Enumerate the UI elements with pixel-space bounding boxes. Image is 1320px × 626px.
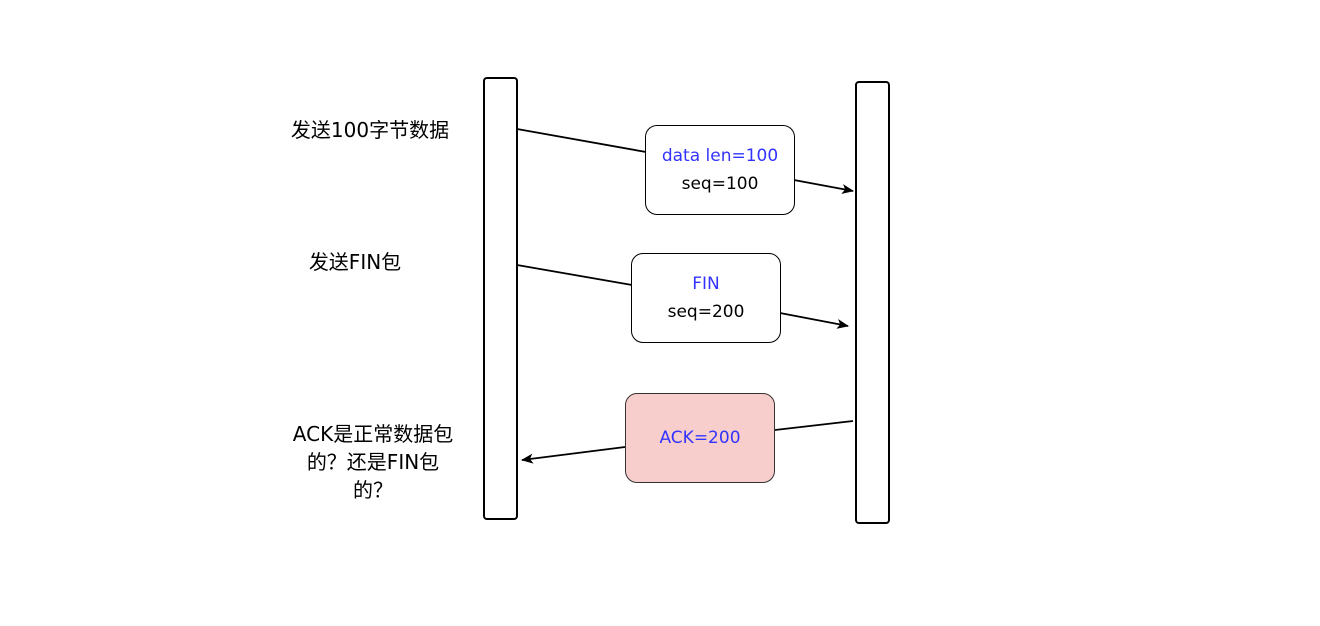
- message-ack: ACK=200: [625, 393, 775, 483]
- question-line-1: ACK是正常数据包: [292, 422, 454, 446]
- arrow-ack-segment-a: [774, 420, 854, 431]
- message-data-seq: seq=100: [681, 174, 759, 194]
- arrow-data-segment-b: [793, 179, 854, 194]
- arrow-ack-segment-b: [521, 446, 626, 464]
- message-data-title: data len=100: [661, 146, 779, 166]
- question-line-3: 的？: [353, 478, 393, 502]
- message-fin: FIN seq=200: [631, 253, 781, 343]
- label-send-data: 发送100字节数据: [290, 118, 450, 142]
- left-lifeline: [483, 77, 518, 520]
- message-data: data len=100 seq=100: [645, 125, 795, 215]
- arrow-data-segment-a: [516, 128, 647, 153]
- arrow-fin-segment-b: [779, 312, 849, 329]
- message-ack-title: ACK=200: [659, 428, 741, 448]
- arrow-fin-segment-a: [516, 264, 633, 286]
- question-line-2: 的？还是FIN包: [306, 450, 440, 474]
- label-question: ACK是正常数据包 的？还是FIN包 的？: [268, 420, 478, 504]
- label-send-fin: 发送FIN包: [308, 250, 402, 274]
- right-lifeline: [855, 81, 890, 524]
- message-fin-title: FIN: [692, 274, 720, 294]
- message-fin-seq: seq=200: [667, 302, 745, 322]
